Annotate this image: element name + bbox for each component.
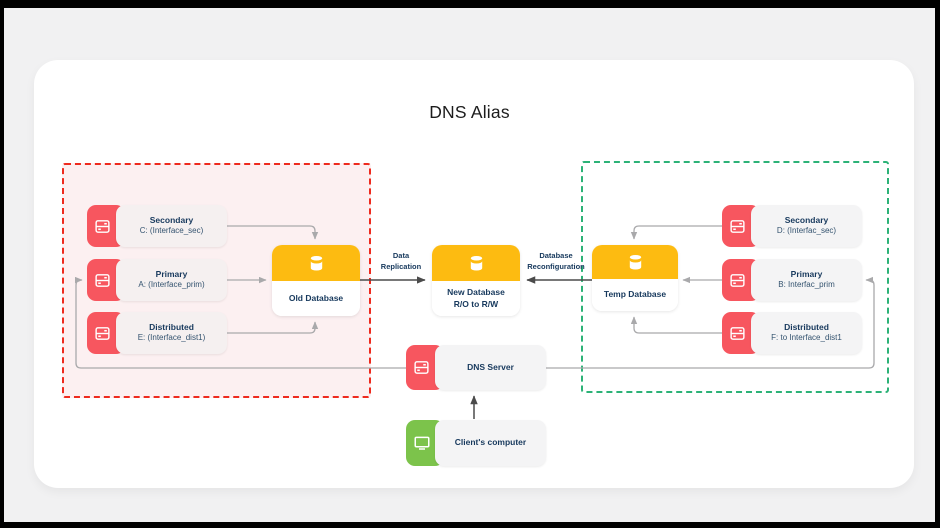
data-replication-line2: Replication (380, 261, 422, 271)
database-name: Old Database (288, 292, 344, 303)
server-label-group: Secondary C: (Interface_sec) (116, 205, 227, 247)
server-interface: A: (Interface_prim) (138, 280, 205, 290)
server-interface: F: to Interface_dist1 (771, 333, 842, 343)
temp-environment-zone (581, 161, 889, 393)
database-label: Old Database (272, 281, 360, 316)
server-node-temp-primary: Primary B: Interfac_prim (722, 259, 862, 301)
database-reconfiguration-line2: Reconfiguration (527, 261, 585, 271)
database-icon (272, 245, 360, 281)
server-label-group: Secondary D: (Interfac_sec) (751, 205, 862, 247)
server-label-group: Distributed E: (Interface_dist1) (116, 312, 227, 354)
server-node-old-distributed: Distributed E: (Interface_dist1) (87, 312, 227, 354)
dns-server-label: DNS Server (467, 361, 514, 372)
client-label-group: Client's computer (435, 420, 546, 466)
database-reconfiguration-label: Database Reconfiguration (514, 251, 598, 272)
server-role: Primary (790, 268, 823, 279)
database-label: Temp Database (592, 279, 678, 311)
database-name: Temp Database (603, 289, 667, 300)
server-role: Distributed (149, 321, 194, 332)
server-role: Secondary (149, 214, 194, 225)
data-replication-label: Data Replication (366, 251, 436, 272)
client-computer-node: Client's computer (406, 420, 546, 466)
database-label: New Database R/O to R/W (432, 281, 520, 316)
dns-server-node: DNS Server (406, 345, 546, 390)
server-label-group: Primary B: Interfac_prim (751, 259, 862, 301)
database-icon (592, 245, 678, 279)
temp-database-node: Temp Database (592, 245, 678, 311)
server-label-group: Primary A: (Interface_prim) (116, 259, 227, 301)
database-name: New Database (447, 286, 505, 297)
server-node-old-primary: Primary A: (Interface_prim) (87, 259, 227, 301)
database-mode: R/O to R/W (453, 298, 499, 309)
old-database-node: Old Database (272, 245, 360, 316)
server-label-group: DNS Server (435, 345, 546, 390)
diagram-stage: DNS Alias (4, 8, 935, 522)
server-interface: B: Interfac_prim (778, 280, 835, 290)
server-role: Secondary (784, 214, 829, 225)
server-node-old-secondary: Secondary C: (Interface_sec) (87, 205, 227, 247)
server-node-temp-distributed: Distributed F: to Interface_dist1 (722, 312, 862, 354)
server-node-temp-secondary: Secondary D: (Interfac_sec) (722, 205, 862, 247)
server-role: Primary (155, 268, 188, 279)
server-interface: C: (Interface_sec) (139, 226, 204, 236)
data-replication-line1: Data (392, 251, 410, 260)
new-database-node: New Database R/O to R/W (432, 245, 520, 316)
server-interface: D: (Interfac_sec) (776, 226, 837, 236)
server-interface: E: (Interface_dist1) (137, 333, 206, 343)
database-reconfiguration-line1: Database (539, 251, 573, 260)
page-title: DNS Alias (429, 102, 510, 122)
server-role: Distributed (784, 321, 829, 332)
database-icon (432, 245, 520, 281)
client-computer-label: Client's computer (454, 437, 527, 448)
server-label-group: Distributed F: to Interface_dist1 (751, 312, 862, 354)
